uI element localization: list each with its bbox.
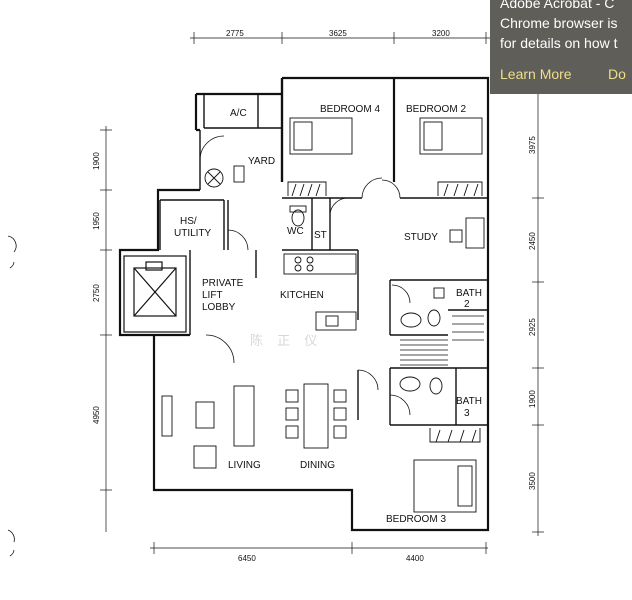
notice-links: Learn More Do	[500, 66, 632, 84]
room-label-bedroom3: BEDROOM 3	[386, 514, 446, 525]
room-label-hs-utility-1: HS/	[180, 216, 197, 227]
do-link[interactable]: Do	[608, 66, 626, 82]
room-label-bath2-num: 2	[464, 299, 470, 310]
room-label-lift: LIFT	[202, 290, 223, 301]
room-label-private: PRIVATE	[202, 278, 244, 289]
dim-right-1: 3975	[528, 136, 537, 154]
room-label-hs-utility-2: UTILITY	[174, 228, 212, 239]
dim-left-3: 2750	[92, 284, 101, 302]
notice-line-2: Chrome browser is	[500, 15, 618, 31]
bath-fixtures	[289, 205, 445, 395]
dim-top-2: 3625	[329, 29, 347, 38]
room-label-kitchen: KITCHEN	[280, 290, 324, 301]
room-label-dining: DINING	[300, 460, 335, 471]
acrobat-notification: Adobe Acrobat - C Chrome browser is for …	[490, 0, 632, 94]
room-label-st: ST	[314, 230, 327, 241]
room-label-bedroom4: BEDROOM 4	[320, 104, 380, 115]
room-label-bath3-num: 3	[464, 408, 470, 419]
room-label-living: LIVING	[228, 460, 261, 471]
staircase	[400, 315, 484, 366]
notice-line-1: Adobe Acrobat - C	[500, 0, 615, 11]
watermark-text: 陈 正 仪	[250, 333, 322, 349]
room-label-yard: YARD	[248, 156, 275, 167]
room-label-wc: WC	[287, 226, 304, 237]
dim-left-4: 4950	[92, 406, 101, 424]
kitchen-counters	[283, 253, 357, 331]
furniture-beds	[289, 117, 483, 513]
room-label-ac: A/C	[230, 108, 247, 119]
dim-right-2: 2450	[528, 232, 537, 250]
dim-bottom-1: 6450	[238, 554, 256, 563]
study-furniture	[449, 217, 485, 249]
dim-bottom-2: 4400	[406, 554, 424, 563]
dim-left-2: 1950	[92, 212, 101, 230]
notice-line-3: for details on how t	[500, 35, 618, 51]
lift-box	[123, 255, 187, 333]
dim-right-3: 2925	[528, 318, 537, 336]
room-label-bedroom2: BEDROOM 2	[406, 104, 466, 115]
room-label-study: STUDY	[404, 232, 438, 243]
dim-right-5: 3500	[528, 472, 537, 490]
interior-walls	[159, 94, 488, 426]
door-swings	[199, 135, 411, 416]
room-label-lobby: LOBBY	[202, 302, 236, 313]
edge-marks	[7, 235, 17, 557]
yard-fixtures	[204, 165, 245, 188]
dim-top-3: 3200	[432, 29, 450, 38]
learn-more-link[interactable]: Learn More	[500, 66, 572, 82]
room-label-bath2: BATH	[456, 288, 482, 299]
dim-top-1: 2775	[226, 29, 244, 38]
dim-right-4: 1900	[528, 390, 537, 408]
dimension-lines	[100, 32, 544, 554]
room-label-bath3: BATH	[456, 396, 482, 407]
dim-left-1: 1900	[92, 152, 101, 170]
living-dining-furniture	[161, 383, 347, 469]
wardrobes	[287, 181, 483, 443]
